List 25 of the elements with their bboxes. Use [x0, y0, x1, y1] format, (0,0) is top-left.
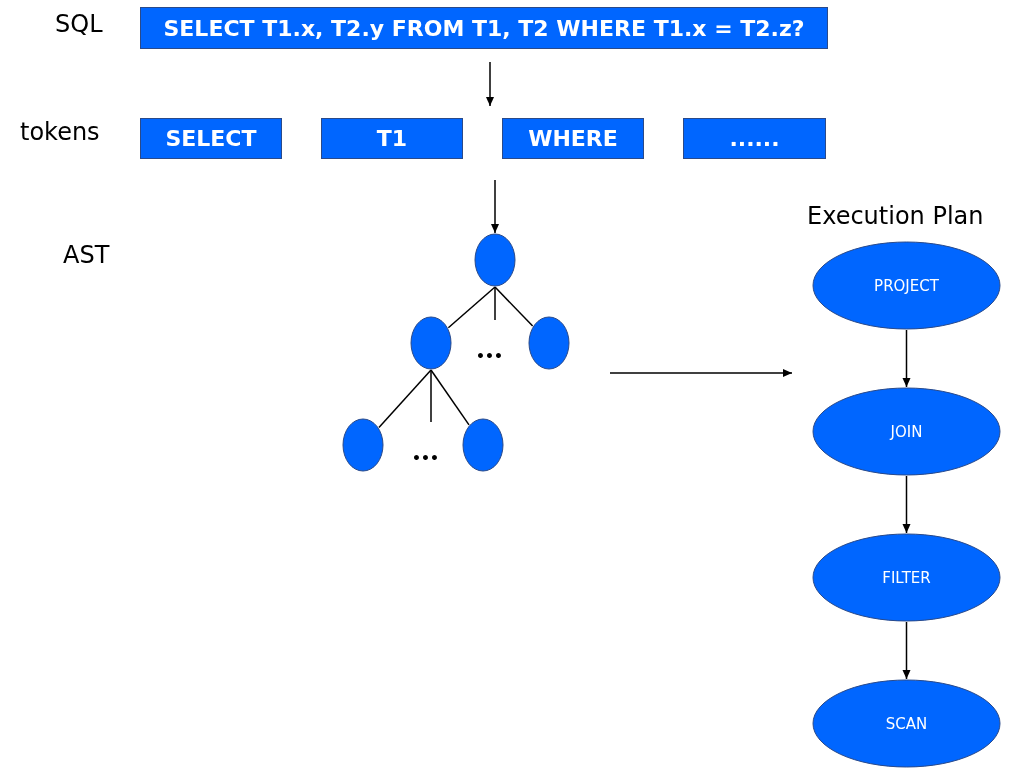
ellipsis-label: •••	[476, 348, 503, 364]
node-label: FILTER	[882, 568, 931, 587]
token-box: ......	[683, 118, 826, 159]
arrow	[902, 621, 911, 680]
tree-branch	[494, 286, 496, 321]
tree-branch	[430, 369, 432, 423]
arrow	[902, 475, 911, 534]
tree-branch	[494, 286, 534, 327]
token-box: WHERE	[502, 118, 644, 159]
heading: Execution Plan	[807, 202, 984, 230]
arrow	[491, 179, 499, 234]
token-box: T1	[321, 118, 463, 159]
node-label: JOIN	[890, 422, 923, 441]
tree-branch	[430, 369, 470, 426]
stage-label: AST	[63, 241, 110, 269]
arrow	[902, 329, 911, 388]
tree-branch	[447, 286, 496, 329]
token-box: SELECT	[140, 118, 282, 159]
node-label: SCAN	[885, 714, 928, 733]
node-label: PROJECT	[874, 276, 939, 295]
tree-branch	[378, 369, 432, 429]
stage-label: tokens	[20, 118, 100, 146]
ellipsis-label: •••	[412, 450, 439, 466]
query-box: SELECT T1.x, T2.y FROM T1, T2 WHERE T1.x = T2.z?	[140, 7, 828, 49]
stage-label: SQL	[55, 10, 103, 38]
